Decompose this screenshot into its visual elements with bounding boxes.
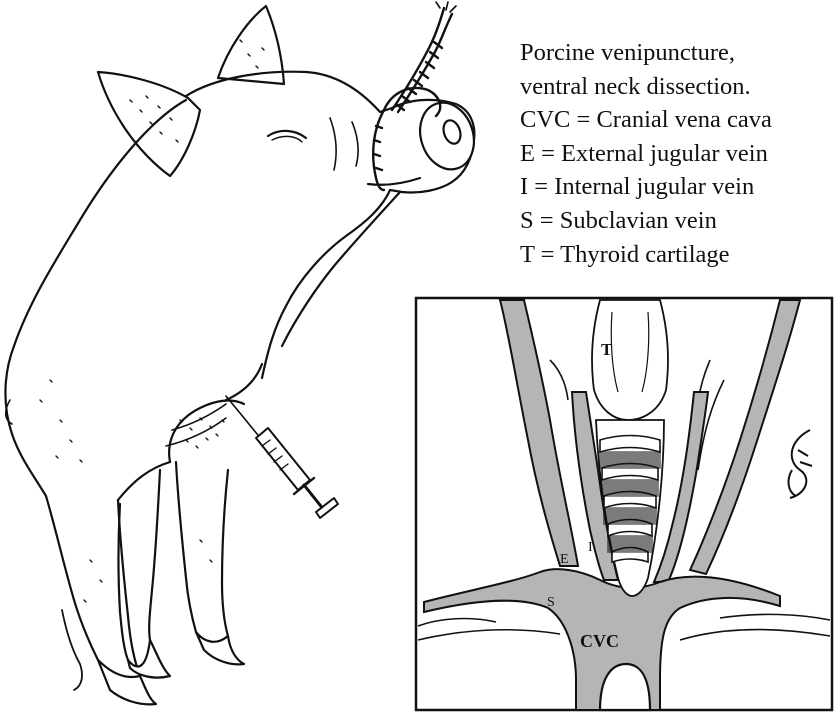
legend-entry-external-jugular: E = External jugular vein bbox=[520, 139, 768, 167]
pig-back bbox=[12, 98, 188, 348]
pig-front-hoof-right bbox=[126, 638, 172, 679]
pig-eye bbox=[266, 129, 308, 140]
larynx-trachea bbox=[591, 299, 669, 597]
legend-entry-cvc: CVC = Cranial vena cava bbox=[520, 106, 772, 134]
inset-label-cvc: CVC bbox=[580, 631, 619, 651]
syringe bbox=[225, 395, 339, 519]
cranial-vena-cava bbox=[423, 568, 781, 711]
external-jugular-vein bbox=[498, 299, 580, 567]
rope-snare bbox=[371, 1, 457, 192]
vein-network bbox=[423, 299, 802, 711]
legend-entry-internal-jugular: I = Internal jugular vein bbox=[520, 173, 755, 201]
pig-belly bbox=[116, 460, 172, 502]
ear-stipple bbox=[129, 39, 265, 143]
inset-label-subclavian: S bbox=[547, 595, 555, 610]
pig-rump bbox=[4, 344, 48, 498]
pig-front-ear bbox=[96, 70, 202, 178]
inset-label-internal-jugular: I bbox=[588, 540, 593, 555]
caption-title-line2: ventral neck dissection. bbox=[520, 72, 751, 100]
pig-front-hoof-left bbox=[194, 630, 246, 666]
pig-jaw bbox=[280, 190, 402, 348]
pig-front-leg-right bbox=[148, 468, 162, 642]
legend-entry-subclavian: S = Subclavian vein bbox=[520, 206, 717, 234]
sternum bbox=[598, 662, 652, 712]
chest-stipple bbox=[39, 379, 225, 603]
inset-dissection bbox=[414, 296, 834, 712]
pig-front-leg-left bbox=[174, 460, 198, 634]
pig-nostril bbox=[442, 119, 462, 145]
caption-legend: Porcine venipuncture, ventral neck disse… bbox=[520, 36, 832, 271]
thyroid-cartilage bbox=[591, 299, 669, 421]
pig-mouth bbox=[366, 176, 422, 186]
legend-entry-thyroid: T = Thyroid cartilage bbox=[520, 240, 730, 268]
inset-label-thyroid: T bbox=[601, 340, 613, 359]
inset-label-external-jugular: E bbox=[560, 552, 569, 567]
caption-title-line1: Porcine venipuncture, bbox=[520, 39, 735, 66]
pig-illustration bbox=[4, 1, 476, 706]
pig-rear-hoof bbox=[96, 658, 158, 706]
pig-snout bbox=[419, 101, 475, 171]
pig-back-ear bbox=[216, 4, 286, 86]
artist-signature bbox=[787, 429, 813, 499]
